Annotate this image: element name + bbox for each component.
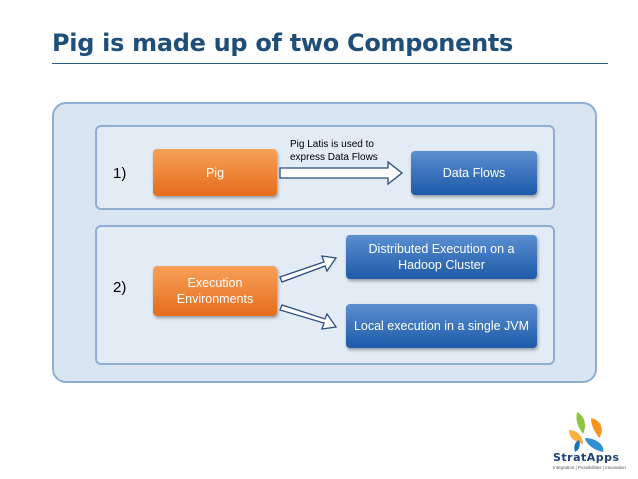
distributed-label-line-2: Hadoop Cluster xyxy=(398,258,485,272)
distributed-label-line-1: Distributed Execution on a xyxy=(368,242,515,256)
logo-name: StratApps xyxy=(553,451,620,464)
pig-label: Pig xyxy=(205,165,225,180)
stratapps-logo-icon xyxy=(569,412,604,452)
local-execution-box: Local execution in a single JVM xyxy=(346,304,537,348)
data-flow-note: Pig Latis is used to express Data Flows xyxy=(290,138,378,164)
pig-to-data-flows-arrow xyxy=(279,160,404,186)
logo-tagline: Integration | Possibilities | Innovation xyxy=(553,465,626,470)
execution-label-line-2: Environments xyxy=(176,292,254,306)
data-flows-label: Data Flows xyxy=(442,166,506,180)
note-line-1: Pig Latis is used to xyxy=(290,139,374,150)
pig-box: Pig xyxy=(153,149,277,196)
title-divider xyxy=(52,63,608,64)
execution-environments-box: Execution Environments xyxy=(153,266,277,316)
component-2-number: 2) xyxy=(113,279,127,296)
component-1-number: 1) xyxy=(113,165,127,182)
execution-to-distributed-arrow xyxy=(279,255,338,283)
page-title: Pig is made up of two Components xyxy=(52,29,514,57)
note-line-2: express Data Flows xyxy=(290,152,378,163)
local-execution-label: Local execution in a single JVM xyxy=(353,319,530,333)
distributed-execution-box: Distributed Execution on a Hadoop Cluste… xyxy=(346,235,537,279)
execution-label-line-1: Execution xyxy=(187,276,243,290)
execution-to-local-arrow xyxy=(279,304,338,330)
data-flows-box: Data Flows xyxy=(411,151,537,195)
